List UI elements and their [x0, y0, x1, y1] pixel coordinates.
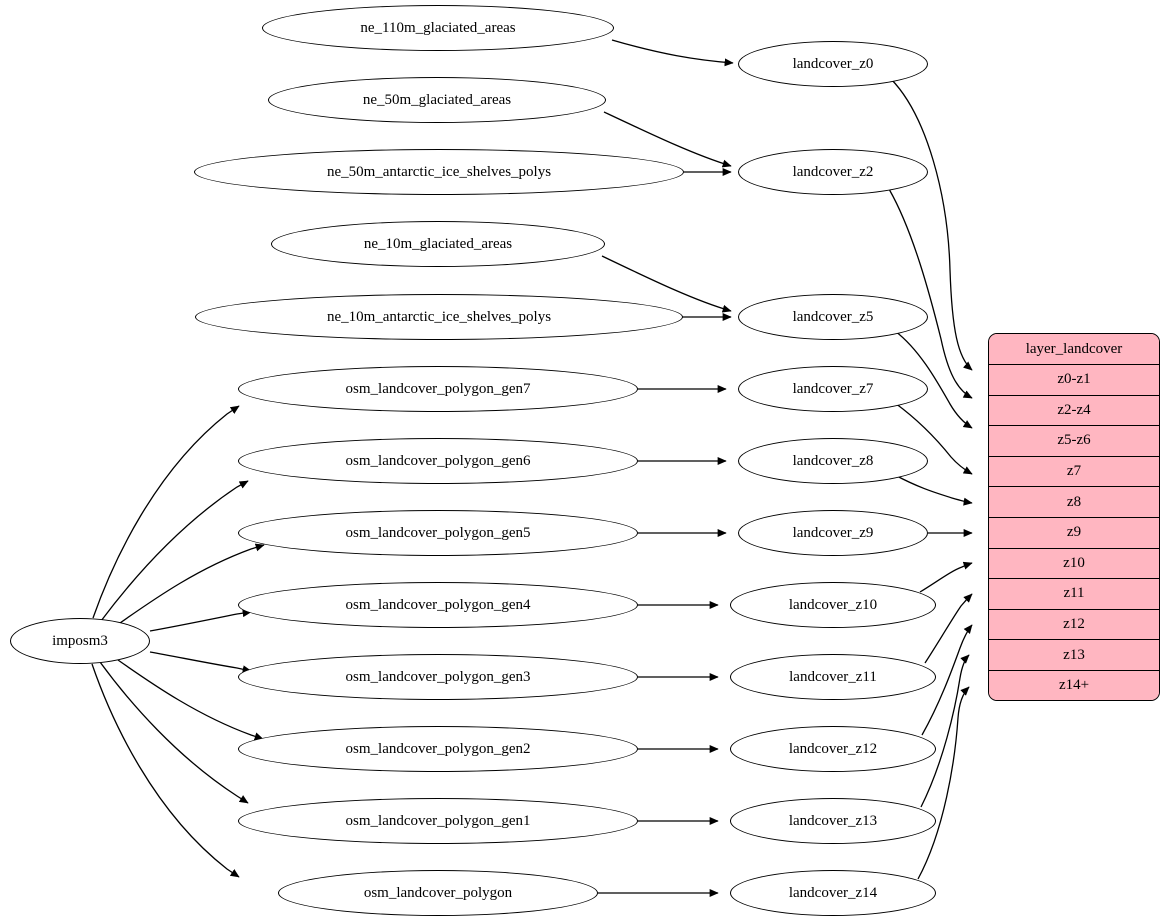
node-label: landcover_z14: [788, 884, 878, 901]
table-row-z2-z4[interactable]: z2-z4: [989, 394, 1159, 426]
node-label: ne_110m_glaciated_areas: [360, 19, 516, 36]
node-label: osm_landcover_polygon: [363, 884, 513, 901]
node-landcover-z14[interactable]: landcover_z14: [730, 870, 936, 916]
node-landcover-z9[interactable]: landcover_z9: [738, 510, 928, 556]
node-osm-landcover-polygon[interactable]: osm_landcover_polygon: [278, 870, 598, 916]
table-row-z14-plus[interactable]: z14+: [989, 669, 1159, 700]
edge-z7-row3: [894, 402, 973, 475]
table-header-label: layer_landcover: [1025, 340, 1123, 357]
node-label: landcover_z9: [792, 524, 874, 541]
edge-imposm3-gen6: [100, 480, 249, 622]
table-row-z8[interactable]: z8: [989, 486, 1159, 517]
node-ne-10m-antarctic-ice-shelves-polys[interactable]: ne_10m_antarctic_ice_shelves_polys: [195, 294, 683, 340]
node-osm-landcover-polygon-gen3[interactable]: osm_landcover_polygon_gen3: [238, 654, 638, 700]
node-label: landcover_z5: [792, 308, 874, 325]
node-landcover-z8[interactable]: landcover_z8: [738, 438, 928, 484]
edge-z12-row8: [921, 624, 973, 736]
node-landcover-z11[interactable]: landcover_z11: [730, 654, 936, 700]
table-row-label: z14+: [1058, 677, 1090, 694]
edge-ne10g-z5: [601, 255, 732, 313]
node-osm-landcover-polygon-gen4[interactable]: osm_landcover_polygon_gen4: [238, 582, 638, 628]
node-label: landcover_z11: [789, 668, 877, 685]
node-label: osm_landcover_polygon_gen2: [345, 740, 531, 757]
node-landcover-z7[interactable]: landcover_z7: [738, 366, 928, 412]
table-header-row: layer_landcover: [989, 334, 1159, 364]
node-label: landcover_z2: [792, 163, 874, 180]
node-label: ne_10m_glaciated_areas: [363, 235, 513, 252]
node-landcover-z5[interactable]: landcover_z5: [738, 294, 928, 340]
node-label: imposm3: [52, 632, 108, 649]
node-label: landcover_z8: [792, 452, 874, 469]
table-row-z0-z1[interactable]: z0-z1: [989, 364, 1159, 395]
node-label: osm_landcover_polygon_gen5: [345, 524, 531, 541]
edge-imposm3-gen2: [117, 659, 264, 741]
table-row-z11[interactable]: z11: [989, 578, 1159, 609]
edge-z11-row7: [924, 593, 973, 664]
table-row-z7[interactable]: z7: [989, 455, 1159, 487]
node-label: landcover_z0: [792, 55, 874, 72]
table-row-z12[interactable]: z12: [989, 608, 1159, 640]
edge-imposm3-gen5: [119, 543, 265, 624]
edge-imposm3-gen1: [99, 661, 249, 804]
node-landcover-z12[interactable]: landcover_z12: [730, 726, 936, 772]
node-osm-landcover-polygon-gen1[interactable]: osm_landcover_polygon_gen1: [238, 798, 638, 844]
node-label: osm_landcover_polygon_gen4: [345, 596, 531, 613]
edge-z2-row1: [888, 188, 973, 399]
edge-z13-row9: [920, 654, 970, 808]
node-ne-110m-glaciated-areas[interactable]: ne_110m_glaciated_areas: [262, 5, 614, 51]
node-ne-10m-glaciated-areas[interactable]: ne_10m_glaciated_areas: [271, 221, 605, 267]
edge-paths: [91, 39, 973, 898]
node-label: landcover_z10: [788, 596, 878, 613]
node-label: ne_10m_antarctic_ice_shelves_polys: [326, 308, 552, 325]
node-label: landcover_z12: [788, 740, 878, 757]
edge-imposm3-gen7: [92, 405, 240, 619]
table-row-label: z7: [1066, 463, 1082, 480]
node-label: osm_landcover_polygon_gen6: [345, 452, 531, 469]
node-landcover-z0[interactable]: landcover_z0: [738, 41, 928, 87]
node-osm-landcover-polygon-gen5[interactable]: osm_landcover_polygon_gen5: [238, 510, 638, 556]
node-label: osm_landcover_polygon_gen1: [345, 812, 531, 829]
table-row-label: z11: [1063, 585, 1085, 602]
edge-ne50g-z2: [603, 111, 732, 168]
table-row-z10[interactable]: z10: [989, 547, 1159, 579]
node-osm-landcover-polygon-gen7[interactable]: osm_landcover_polygon_gen7: [238, 366, 638, 412]
table-row-z5-z6[interactable]: z5-z6: [989, 425, 1159, 456]
node-landcover-z13[interactable]: landcover_z13: [730, 798, 936, 844]
edge-z10-row6: [919, 561, 973, 593]
node-osm-landcover-polygon-gen6[interactable]: osm_landcover_polygon_gen6: [238, 438, 638, 484]
edge-z0-row0: [890, 78, 973, 371]
edge-z5-row2: [894, 330, 973, 429]
node-osm-landcover-polygon-gen2[interactable]: osm_landcover_polygon_gen2: [238, 726, 638, 772]
node-landcover-z10[interactable]: landcover_z10: [730, 582, 936, 628]
edge-z8-row4: [894, 474, 973, 506]
node-label: landcover_z7: [792, 380, 874, 397]
table-row-label: z0-z1: [1057, 371, 1091, 388]
table-row-z13[interactable]: z13: [989, 639, 1159, 670]
table-row-label: z10: [1063, 554, 1085, 571]
table-row-label: z8: [1066, 493, 1082, 510]
node-label: osm_landcover_polygon_gen3: [345, 668, 531, 685]
node-label: osm_landcover_polygon_gen7: [345, 380, 531, 397]
edge-imposm3-gen3: [149, 651, 252, 674]
table-row-label: z5-z6: [1057, 432, 1091, 449]
node-ne-50m-antarctic-ice-shelves-polys[interactable]: ne_50m_antarctic_ice_shelves_polys: [194, 149, 684, 195]
table-row-label: z9: [1066, 524, 1082, 541]
edge-imposm3-poly: [91, 663, 240, 878]
node-ne-50m-glaciated-areas[interactable]: ne_50m_glaciated_areas: [268, 77, 606, 123]
table-row-z9[interactable]: z9: [989, 516, 1159, 548]
edge-ne110-z0: [611, 39, 734, 67]
node-label: landcover_z13: [788, 812, 878, 829]
node-label: ne_50m_glaciated_areas: [362, 91, 512, 108]
edge-imposm3-gen4: [149, 609, 252, 632]
node-label: ne_50m_antarctic_ice_shelves_polys: [326, 163, 552, 180]
node-landcover-z2[interactable]: landcover_z2: [738, 149, 928, 195]
edge-z14-row10: [917, 686, 970, 880]
node-layer-landcover-table[interactable]: layer_landcover z0-z1 z2-z4 z5-z6 z7 z8 …: [988, 333, 1160, 701]
table-row-label: z13: [1063, 646, 1085, 663]
node-imposm3[interactable]: imposm3: [10, 618, 150, 664]
table-row-label: z2-z4: [1057, 401, 1091, 418]
table-row-label: z12: [1063, 616, 1085, 633]
